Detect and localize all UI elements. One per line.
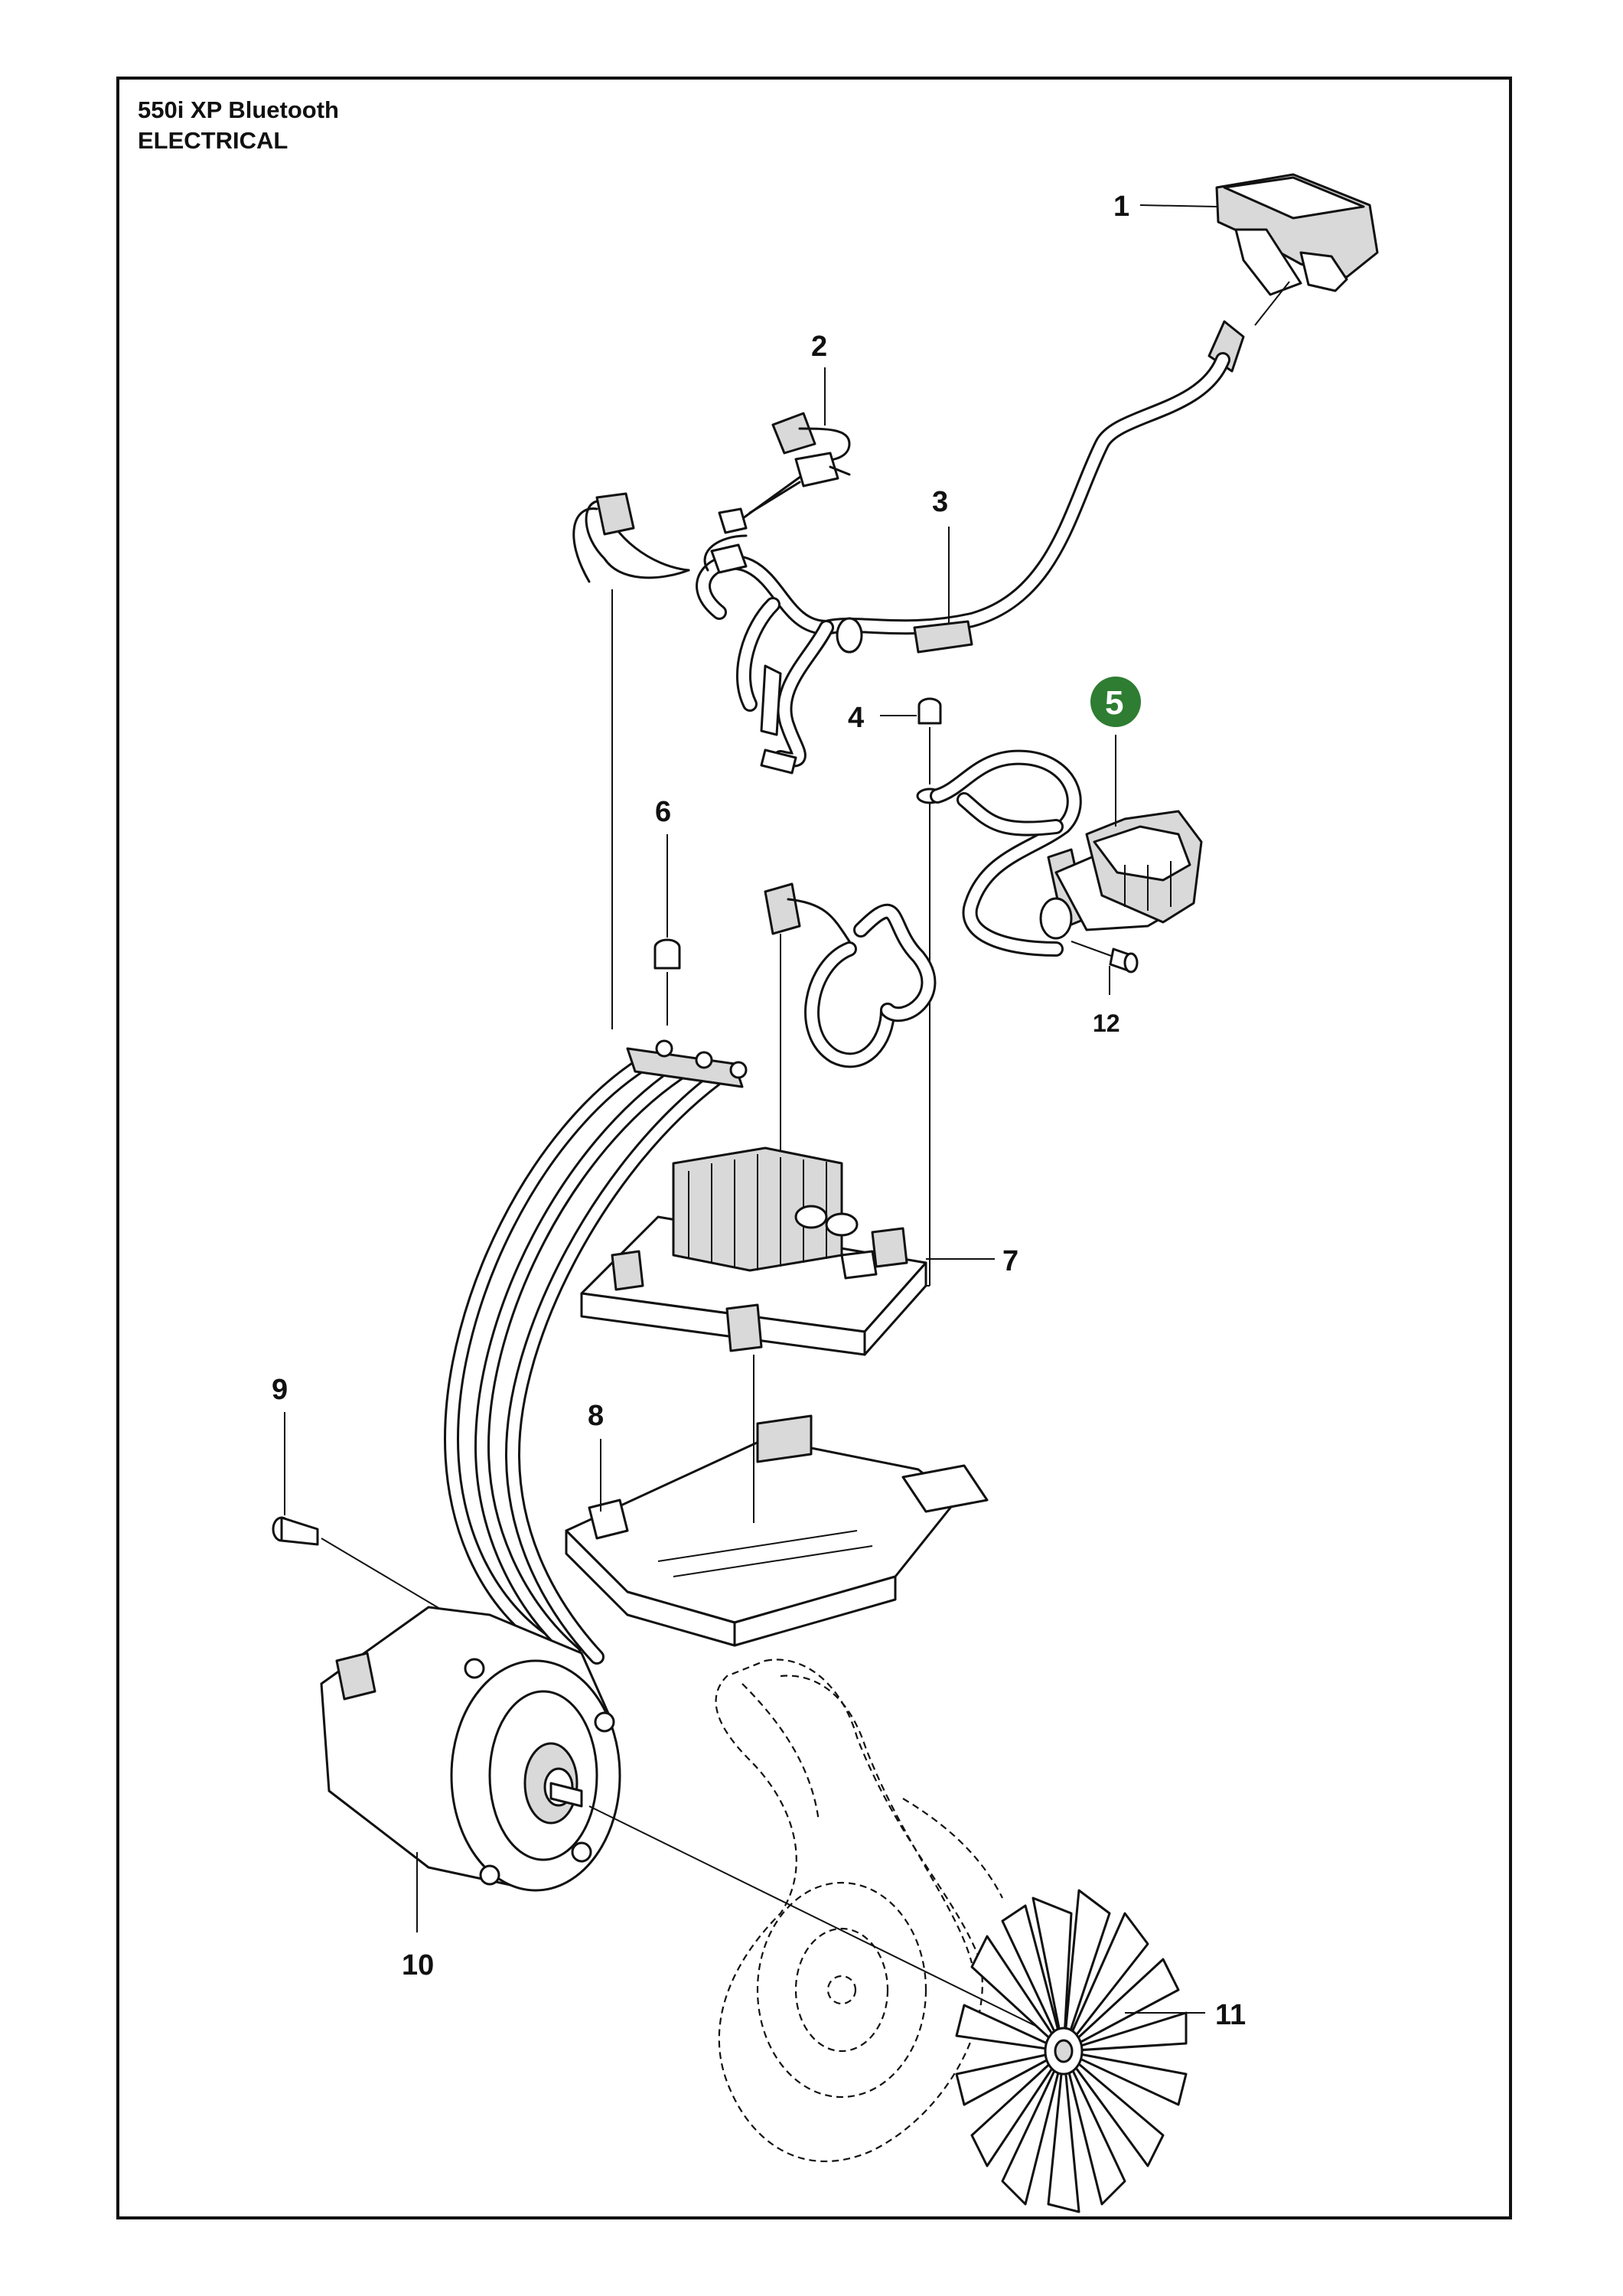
part-10-motor[interactable] (320, 1606, 621, 1892)
part-9-bolt[interactable] (272, 1516, 445, 1612)
fan-housing-reference (715, 1658, 1003, 2163)
model-title: 550i XP Bluetooth (138, 96, 339, 123)
part-5-battery-terminal[interactable] (930, 749, 1203, 957)
callout-6[interactable]: 6 (655, 796, 671, 828)
part-7-control-board[interactable] (580, 1146, 927, 1356)
callout-5-badge[interactable]: 5 (1090, 677, 1141, 727)
callout-5: 5 (1105, 684, 1123, 722)
callout-10[interactable]: 10 (402, 1949, 434, 1981)
callout-8[interactable]: 8 (588, 1400, 604, 1432)
callout-7[interactable]: 7 (1002, 1245, 1018, 1277)
part-8-board-bracket[interactable] (565, 1414, 989, 1647)
motor-leads[interactable] (443, 1039, 748, 1665)
part-12-screw[interactable] (1071, 941, 1139, 974)
board-sensor-cable[interactable] (734, 882, 937, 1210)
part-11-fan[interactable] (955, 1889, 1188, 2213)
callout-1[interactable]: 1 (1113, 191, 1129, 223)
highlight-circle (1090, 677, 1141, 727)
callout-2[interactable]: 2 (811, 331, 827, 363)
callout-4[interactable]: 4 (848, 702, 864, 734)
section-title: ELECTRICAL (138, 127, 288, 154)
part-1-bluetooth-module[interactable] (1207, 173, 1379, 373)
leader-1 (1139, 204, 1217, 207)
callout-11[interactable]: 11 (1215, 1999, 1246, 2031)
callout-3[interactable]: 3 (932, 486, 948, 518)
part-3-cable-harness[interactable] (572, 352, 1230, 775)
part-6-screw[interactable] (653, 938, 681, 1026)
callout-12[interactable]: 12 (1093, 1009, 1120, 1037)
diagram-frame (116, 77, 1512, 2219)
part-2-sensor-cable[interactable] (748, 412, 851, 514)
shaft-axis-line (588, 1805, 1072, 2044)
callout-9[interactable]: 9 (272, 1374, 288, 1406)
